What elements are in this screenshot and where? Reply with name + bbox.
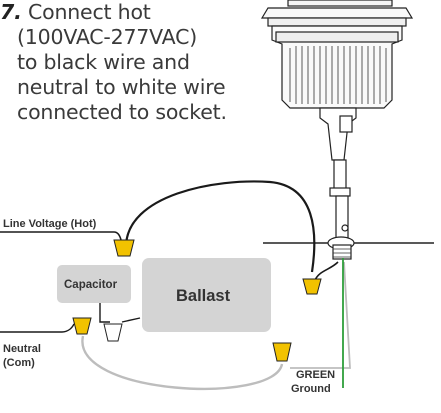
instruction-line-4: neutral to white wire (17, 75, 226, 99)
fixture-ring (267, 17, 407, 27)
neutral-supply-wire (0, 323, 75, 333)
label-line-voltage: Line Voltage (Hot) (3, 218, 97, 230)
ballast-lead (121, 317, 141, 323)
neutral-wire-white (81, 335, 284, 391)
mount-clip (339, 115, 353, 133)
thread-lines (333, 248, 351, 258)
ballast-box (142, 258, 271, 332)
label-neutral: Neutral (3, 343, 41, 355)
instruction-line-2: (100VAC-277VAC) (17, 25, 198, 49)
fixture-housing (271, 25, 403, 109)
wire-nut-hot-supply (113, 239, 135, 257)
hot-supply-wire (0, 231, 122, 241)
socket-white-lead (290, 261, 351, 369)
socket-stem (333, 159, 347, 191)
instruction-line-5: connected to socket. (17, 100, 227, 124)
set-screw (341, 224, 349, 232)
label-ground: Ground (291, 383, 331, 395)
fixture-band (275, 31, 399, 43)
wire-nut-neutral (72, 317, 92, 335)
instruction-line-3: to black wire and (17, 50, 190, 74)
fixture-dome (260, 7, 414, 19)
threaded-nipple (332, 244, 352, 260)
wire-nut-fixture-hot (302, 278, 322, 295)
socket-body (335, 195, 349, 241)
capacitor-lead (99, 298, 110, 323)
fixture-illustration (260, 0, 434, 260)
socket-collar (329, 187, 351, 197)
label-neutral-com: (Com) (3, 357, 35, 369)
label-capacitor: Capacitor (64, 279, 118, 291)
wire-nut-capacitor (103, 323, 123, 342)
cooling-fins (289, 46, 387, 104)
instruction-line-1: 7. Connect hot (0, 0, 151, 24)
label-ballast: Ballast (176, 287, 231, 305)
wire-nut-fixture-neutral (272, 342, 292, 362)
step-number: 7. (0, 0, 22, 24)
hot-wire-black (124, 180, 316, 273)
label-ground-color: GREEN (296, 369, 335, 381)
socket-black-lead (314, 261, 339, 281)
capacitor-box (57, 265, 131, 303)
instruction-text: 7. Connect hot (100VAC-277VAC) to black … (0, 0, 300, 125)
fixture-top-cap (287, 0, 393, 7)
